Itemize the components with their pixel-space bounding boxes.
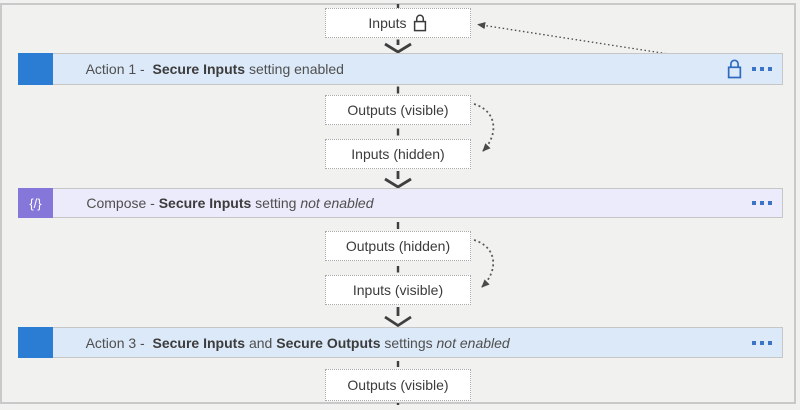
node-label: Inputs (hidden) [351,146,445,162]
secure-lock-icon [726,57,743,86]
down-arrow-icon [384,42,412,54]
label-part: setting enabled [245,61,344,77]
action3-bar[interactable]: Action 3 - Secure Inputs and Secure Outp… [18,327,783,358]
label-part: and [245,334,277,351]
ellipsis-icon[interactable] [751,338,773,348]
compose-bar[interactable]: {/} Compose - Secure Inputs setting not … [18,188,783,218]
action1-bar[interactable]: Action 1 - Secure Inputs setting enabled [18,53,783,85]
label-part: Compose - [86,195,159,211]
label-part: Action 1 - [85,61,153,77]
action3-label: Action 3 - Secure Inputs and Secure Outp… [63,319,510,367]
action-icon [18,53,53,85]
label-part: settings [380,334,437,351]
label-part: Secure Inputs [152,61,246,77]
outputs-hidden-node: Outputs (hidden) [325,231,471,261]
compose-label: Compose - Secure Inputs setting not enab… [63,179,374,227]
outputs-visible-node-1: Outputs (visible) [325,95,471,125]
label-part: Secure Outputs [276,334,381,351]
inputs-hidden-node: Inputs (hidden) [325,139,471,169]
inputs-node-label: Inputs [368,15,407,31]
dotted-arrow-outputs-to-inputs-2 [473,239,495,288]
node-label: Outputs (hidden) [345,238,451,254]
compose-glyph: {/} [29,195,42,211]
down-arrow-icon [384,177,412,189]
node-label: Inputs (visible) [352,282,444,298]
ellipsis-icon[interactable] [751,198,773,208]
node-label: Outputs (visible) [347,377,449,393]
label-part: setting [251,195,301,211]
label-part: Secure Inputs [158,195,252,211]
label-part: Action 3 - [85,334,153,351]
action-icon [18,327,53,358]
ellipsis-icon[interactable] [751,64,773,74]
outputs-visible-node-2: Outputs (visible) [325,369,471,401]
dotted-arrow-outputs-to-inputs-1 [473,103,495,152]
inputs-visible-node: Inputs (visible) [325,275,471,305]
label-part: not enabled [300,195,374,211]
padlock-icon [412,13,428,36]
action1-label: Action 1 - Secure Inputs setting enabled [63,45,344,93]
compose-icon: {/} [18,188,53,218]
node-label: Outputs (visible) [347,102,449,118]
label-part: not enabled [436,334,510,351]
label-part: Secure Inputs [152,334,246,351]
inputs-node: Inputs [325,8,471,38]
